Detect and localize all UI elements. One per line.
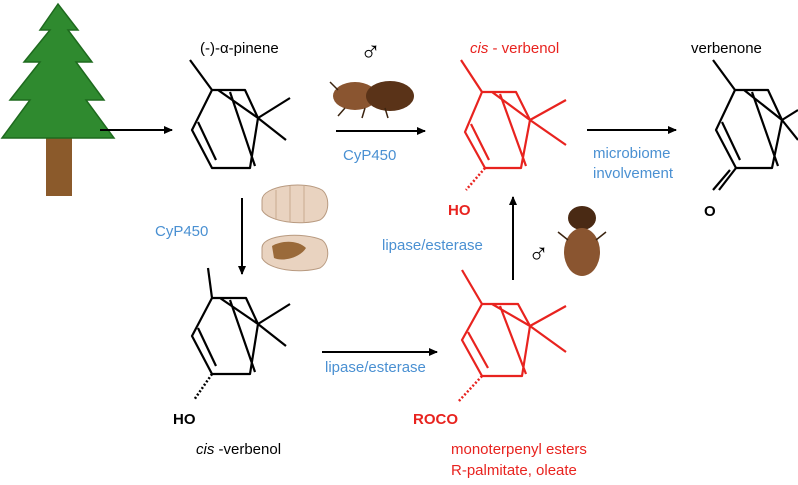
pupa-icon — [261, 234, 329, 272]
o-verbenone-atom: O — [704, 203, 716, 220]
ho-cis-verbenol-atom: HO — [448, 202, 471, 219]
lipase-bottom-label: lipase/esterase — [325, 359, 426, 376]
lipase-right-label: lipase/esterase — [382, 237, 483, 254]
cis-verbenol-black-structure — [190, 267, 291, 401]
ho-bottom-atom: HO — [173, 411, 196, 428]
cis-verbenol-bottom-label: cis -verbenol — [196, 441, 281, 458]
cyp450-top-label: CyP450 — [343, 147, 396, 164]
cyp450-left-label: CyP450 — [155, 223, 208, 240]
verbenone-label: verbenone — [691, 40, 762, 57]
tree-icon — [0, 2, 116, 196]
larva-icon — [261, 184, 329, 224]
monoterpenyl-ester-structure — [457, 269, 567, 403]
male-symbol-right: ♂ — [528, 237, 549, 268]
roco-atom: ROCO — [413, 411, 458, 428]
verbenone-structure — [712, 59, 798, 191]
male-symbol-top: ♂ — [360, 35, 381, 66]
bark-beetle-icon — [329, 81, 414, 119]
bark-beetle-right-icon — [557, 206, 607, 276]
r-palmitate-label: R-palmitate, oleate — [451, 462, 577, 479]
microbiome-line1-label: microbiome — [593, 145, 671, 162]
alpha-pinene-label: (-)-α-pinene — [200, 40, 279, 57]
monoterpenyl-esters-label: monoterpenyl esters — [451, 441, 587, 458]
microbiome-line2-label: involvement — [593, 165, 674, 182]
cis-verbenol-red-structure — [460, 59, 567, 191]
alpha-pinene-structure — [189, 59, 291, 170]
cis-verbenol-red-label: cis - verbenol — [470, 40, 559, 57]
